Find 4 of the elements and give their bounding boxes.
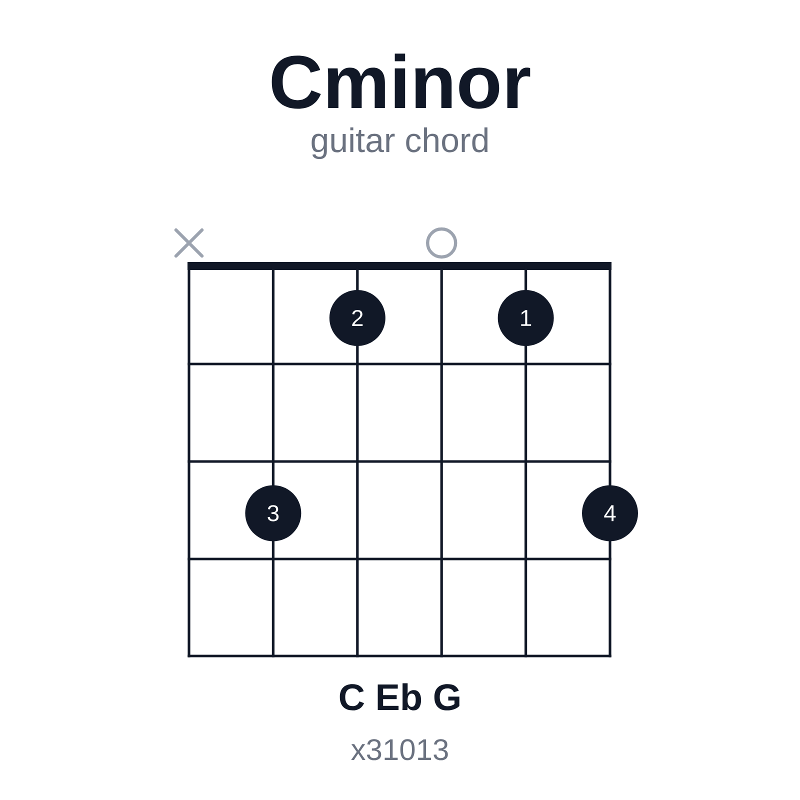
title: Cminor (272, 54, 530, 109)
fingering-code: x31013 (351, 739, 448, 760)
subtitle: guitar chord (312, 127, 488, 160)
chord-notes: C Eb G (340, 683, 460, 710)
